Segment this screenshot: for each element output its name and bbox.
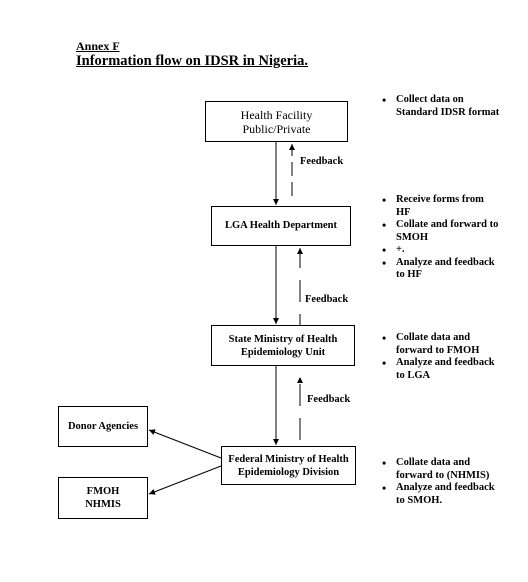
diagram-title: Information flow on IDSR in Nigeria.	[76, 53, 309, 69]
fmoh-line1: Federal Ministry of Health	[228, 453, 349, 465]
feedback-label-lga: Feedback	[305, 294, 349, 305]
nhmis-line2: NHMIS	[85, 499, 121, 510]
task-item: Receive forms from HF	[381, 194, 501, 219]
health-facility-line1: Health Facility	[240, 107, 313, 122]
nhmis-line1: FMOH	[86, 486, 120, 497]
annex-label: Annex F	[76, 39, 120, 53]
lga-tasks: Receive forms from HF Collate and forwar…	[381, 194, 501, 282]
health-facility-line2: Public/Private	[242, 121, 311, 136]
task-item: Collate data and forward to FMOH	[381, 332, 501, 357]
donor-agencies-box: Donor Agencies	[58, 406, 148, 447]
fmoh-tasks: Collate data and forward to (NHMIS) Anal…	[381, 457, 501, 507]
smoh-tasks: Collate data and forward to FMOH Analyze…	[381, 332, 501, 382]
health-facility-box: Health Facility Public/Private	[205, 101, 348, 142]
task-item: Collate data and forward to (NHMIS)	[381, 457, 501, 482]
smoh-line1: State Ministry of Health	[228, 333, 338, 345]
task-item: Collate and forward to SMOH	[381, 219, 501, 244]
state-ministry-box: State Ministry of Health Epidemiology Un…	[211, 325, 355, 366]
federal-ministry-box: Federal Ministry of Health Epidemiology …	[221, 446, 356, 485]
donor-line1: Donor Agencies	[67, 420, 139, 432]
lga-line1: LGA Health Department	[225, 220, 337, 231]
task-item: Analyze and feedback to LGA	[381, 357, 501, 382]
task-item: +.	[381, 244, 501, 257]
task-item: Analyze and feedback to HF	[381, 257, 501, 282]
health-facility-tasks: Collect data on Standard IDSR format	[381, 94, 501, 119]
arrow-fmoh-to-nhmis	[148, 465, 222, 495]
task-item: Collect data on Standard IDSR format	[381, 94, 501, 119]
smoh-line2: Epidemiology Unit	[240, 346, 326, 358]
fmoh-line2: Epidemiology Division	[237, 466, 340, 478]
arrow-fmoh-to-donor	[148, 429, 222, 459]
feedback-label-smoh: Feedback	[307, 394, 351, 405]
task-item: Analyze and feedback to SMOH.	[381, 482, 501, 507]
fmoh-nhmis-box: FMOH NHMIS	[58, 477, 148, 519]
feedback-label-hf: Feedback	[300, 156, 344, 167]
lga-health-department-box: LGA Health Department	[211, 206, 351, 246]
